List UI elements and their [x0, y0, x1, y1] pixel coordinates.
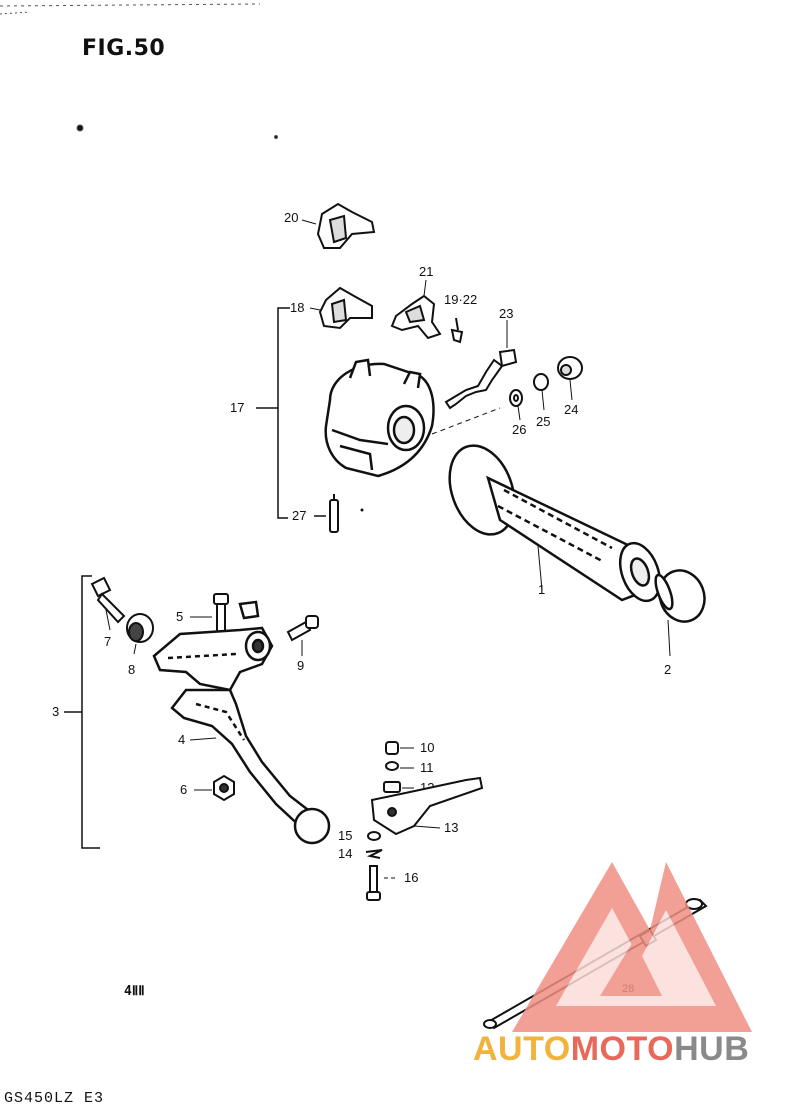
part-12-switch	[383, 781, 401, 793]
part-14-spring	[365, 849, 383, 859]
part-10-nut	[385, 741, 399, 755]
part-11-washer	[385, 761, 399, 771]
callout-24: 24	[564, 402, 578, 417]
part-18-clamp	[318, 286, 373, 330]
part-25-ring	[533, 373, 549, 391]
part-15-washer	[367, 831, 381, 841]
part-23-cable-link	[444, 348, 518, 410]
part-21-clamp	[390, 294, 442, 340]
part-9-screw	[286, 615, 319, 642]
callout-9: 9	[297, 658, 304, 673]
callout-13: 13	[444, 820, 458, 835]
callout-18: 18	[290, 300, 304, 315]
watermark-logo	[512, 862, 752, 1032]
watermark-part-moto: MOTO	[570, 1030, 675, 1068]
callout-1: 1	[538, 582, 545, 597]
callout-19-22: 19·22	[444, 292, 477, 307]
part-19-22-screw	[450, 317, 464, 344]
callout-16: 16	[404, 870, 418, 885]
callout-15: 15	[338, 828, 352, 843]
part-6-nut	[213, 774, 235, 802]
callout-11: 11	[420, 760, 434, 775]
callout-2: 2	[664, 662, 671, 677]
callout-25: 25	[536, 414, 550, 429]
callout-21: 21	[419, 264, 433, 279]
callout-23: 23	[499, 306, 513, 321]
part-13-bracket	[370, 776, 484, 836]
lever-holder	[152, 600, 274, 692]
part-7-bolt	[90, 576, 126, 624]
callout-3: 3	[52, 704, 59, 719]
callout-8: 8	[128, 662, 135, 677]
part-20-clamp	[316, 202, 376, 249]
figure-title: FIG.50	[82, 36, 166, 61]
page-mark: 4ⅡⅡ	[124, 984, 145, 999]
watermark-text: AUTOMOTOHUB	[473, 1030, 749, 1069]
part-1-grip	[448, 444, 662, 603]
callout-17: 17	[230, 400, 244, 415]
scan-noise	[0, 3, 278, 139]
part-16-screw	[366, 865, 381, 901]
watermark-part-hub: HUB	[674, 1030, 750, 1068]
part-26-washer	[509, 389, 523, 407]
part-4-lever	[170, 688, 331, 845]
callout-5: 5	[176, 609, 183, 624]
callout-20: 20	[284, 210, 298, 225]
part-27-screw	[329, 494, 339, 533]
callout-4: 4	[178, 732, 185, 747]
part-2-end-cap	[654, 569, 706, 623]
model-code: GS450LZ E3	[4, 1090, 105, 1107]
part-8-bushing	[126, 613, 154, 643]
watermark-part-auto: AUTO	[473, 1030, 571, 1068]
callout-27: 27	[292, 508, 306, 523]
bracket-17	[256, 307, 326, 519]
callout-7: 7	[104, 634, 111, 649]
callout-14: 14	[338, 846, 352, 861]
part-17-switch-housing	[324, 358, 435, 478]
part-24-cap	[557, 356, 583, 380]
part-5-bolt	[213, 593, 229, 635]
callout-26: 26	[512, 422, 526, 437]
callout-6: 6	[180, 782, 187, 797]
bracket-3	[64, 575, 100, 849]
callout-10: 10	[420, 740, 434, 755]
